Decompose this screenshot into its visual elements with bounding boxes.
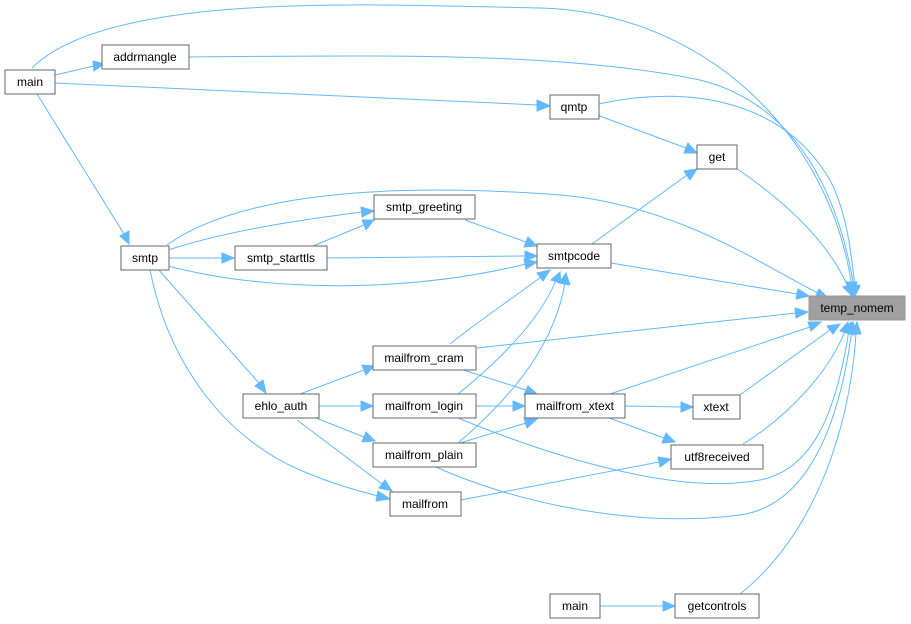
node-label: mailfrom [402, 497, 448, 511]
edge-main-to-smtp [36, 93, 130, 246]
node-label: smtp_greeting [386, 200, 462, 214]
edge-ehlo-auth-to-mailfrom-cram [299, 364, 376, 395]
edge-smtp-to-temp-nomem [166, 189, 830, 299]
node-label: smtpcode [548, 249, 600, 263]
node-temp-nomem[interactable]: temp_nomem [808, 295, 906, 321]
edge-main-bottom-to-getcontrols [600, 600, 677, 612]
node-qmtp[interactable]: qmtp [549, 94, 600, 120]
node-label: mailfrom_xtext [536, 399, 615, 413]
node-ehlo-auth[interactable]: ehlo_auth [242, 393, 320, 419]
node-mailfrom-cram[interactable]: mailfrom_cram [372, 345, 477, 371]
edge-smtp-starttls-to-smtp-greeting [312, 219, 376, 247]
node-label: main [17, 75, 43, 89]
edge-smtp-greeting-to-smtpcode [464, 219, 539, 248]
node-label: mailfrom_plain [385, 448, 463, 462]
edge-getcontrols-to-temp-nomem [739, 320, 862, 595]
node-get[interactable]: get [696, 144, 738, 170]
node-mailfrom[interactable]: mailfrom [389, 491, 462, 517]
edge-mailfrom-xtext-to-xtext [624, 401, 695, 413]
node-label: smtp [132, 251, 158, 265]
edge-smtp-to-smtpcode [167, 258, 539, 287]
node-label: mailfrom_cram [384, 351, 463, 365]
edge-main-to-qmtp [54, 82, 552, 112]
edge-mailfrom-xtext-to-temp-nomem [609, 321, 823, 395]
node-label: utf8received [684, 450, 749, 464]
edge-ehlo-auth-to-mailfrom [296, 419, 394, 492]
nodes: main addrmangle qmtp get smtp smtp_greet… [4, 44, 906, 619]
edge-get-to-temp-nomem [735, 167, 854, 297]
node-label: getcontrols [688, 599, 747, 613]
node-label: temp_nomem [820, 301, 893, 315]
edge-main-to-addrmangle [54, 60, 106, 76]
node-label: smtp_starttls [247, 251, 315, 265]
node-xtext[interactable]: xtext [692, 394, 741, 420]
edge-mailfrom-cram-to-temp-nomem [476, 307, 810, 349]
edge-mailfrom-plain-to-smtpcode [457, 271, 571, 444]
node-label: ehlo_auth [255, 399, 308, 413]
node-utf8received[interactable]: utf8received [670, 444, 764, 470]
node-smtp[interactable]: smtp [120, 245, 170, 271]
node-mailfrom-plain[interactable]: mailfrom_plain [372, 442, 477, 468]
edge-smtp-to-mailfrom [149, 269, 392, 502]
node-mailfrom-login[interactable]: mailfrom_login [372, 393, 477, 419]
node-label: xtext [703, 400, 729, 414]
node-mailfrom-xtext[interactable]: mailfrom_xtext [524, 393, 626, 419]
node-label: get [709, 150, 726, 164]
node-label: mailfrom_login [385, 399, 463, 413]
node-label: addrmangle [113, 50, 177, 64]
node-addrmangle[interactable]: addrmangle [101, 44, 190, 70]
edge-qmtp-to-temp-nomem [598, 95, 861, 297]
node-label: qmtp [561, 100, 588, 114]
node-main-top[interactable]: main [4, 69, 56, 95]
edge-smtpcode-to-temp-nomem [610, 262, 811, 300]
edge-mailfrom-plain-to-temp-nomem [435, 320, 858, 520]
edge-smtp-starttls-to-smtpcode [326, 250, 539, 262]
edge-mailfrom-cram-to-smtpcode [449, 269, 552, 345]
edge-mailfrom-login-to-mailfrom-xtext [475, 400, 527, 412]
node-main-bottom[interactable]: main [549, 593, 601, 619]
edge-smtp-to-smtp-starttls [168, 252, 236, 264]
edge-qmtp-to-get [596, 114, 699, 154]
node-smtpcode[interactable]: smtpcode [536, 243, 612, 269]
edge-ehlo-auth-to-mailfrom-login [319, 400, 375, 412]
node-getcontrols[interactable]: getcontrols [674, 593, 760, 619]
edge-ehlo-auth-to-mailfrom-plain [315, 417, 377, 443]
edge-smtpcode-to-get [591, 168, 699, 245]
edges [31, 4, 862, 612]
edge-smtp-to-ehlo-auth [157, 268, 267, 395]
node-smtp-greeting[interactable]: smtp_greeting [373, 194, 476, 220]
edge-xtext-to-temp-nomem [736, 323, 842, 398]
edge-utf8received-to-temp-nomem [742, 320, 851, 445]
node-label: main [562, 599, 588, 613]
edge-mailfrom-to-utf8received [460, 456, 673, 501]
node-smtp-starttls[interactable]: smtp_starttls [234, 245, 328, 271]
edge-mailfrom-xtext-to-utf8received [608, 417, 677, 444]
edge-mailfrom-login-to-smtpcode [457, 270, 562, 395]
edge-smtp-to-smtp-greeting [167, 206, 376, 251]
